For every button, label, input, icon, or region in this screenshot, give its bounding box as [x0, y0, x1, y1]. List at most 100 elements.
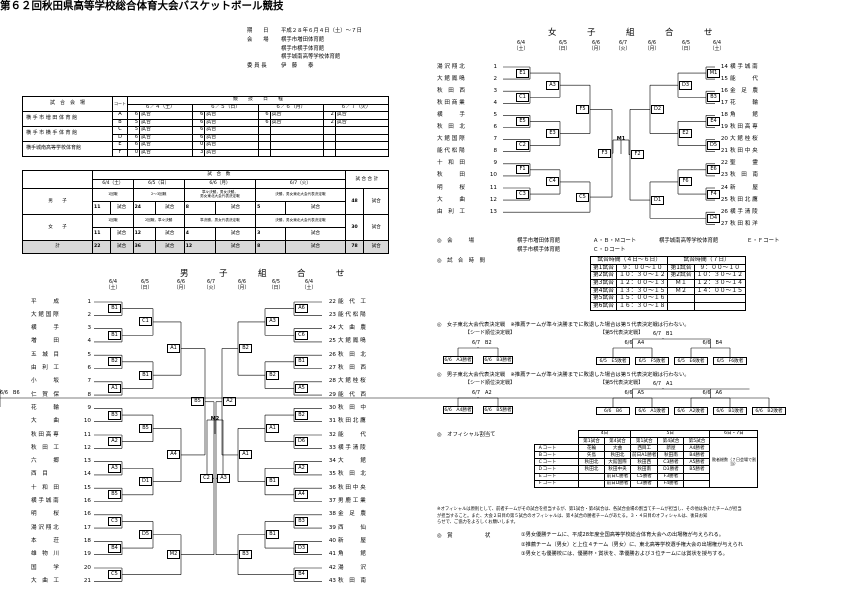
officials-cell	[683, 479, 711, 488]
girls-team-name: 大 館 国 際	[437, 136, 465, 143]
boys-team-name: 横 手 清 陵	[338, 444, 366, 451]
girls-team-name: 横 手 清 陵	[730, 208, 758, 215]
boys-rep-cell: 6/6 B6	[596, 407, 630, 415]
girls-team-number: 10	[489, 172, 497, 179]
boys-date-week: （火）	[203, 284, 219, 291]
girls-game-code: F4	[707, 189, 720, 199]
boys-game-code: B1	[139, 370, 152, 380]
boys-game-code: B1	[295, 357, 308, 367]
boys-rep-cell: 6/6 A2敗者	[674, 407, 708, 415]
girls-team-name: 横 手 城 南	[730, 63, 758, 70]
officials-cell: 前日C勝者	[604, 472, 631, 481]
boys-date-day: 6/7	[206, 279, 216, 285]
girls-team-name: 明 桜	[437, 184, 465, 191]
boys-game-code: A2	[108, 437, 121, 447]
girls-date-day: 6/5	[558, 40, 568, 46]
boys-team-name: 横 手 城 南	[31, 498, 59, 504]
boys-date-day: 6/5	[140, 279, 150, 285]
stats-unit: 試合	[363, 188, 389, 215]
girls-game-code: B3	[707, 92, 720, 102]
girls-team-number: 5	[493, 111, 497, 118]
boys-date-day: 6/4	[108, 279, 118, 285]
girls-game-code: M1	[707, 68, 720, 78]
girls-team-name: 秋 田 中 央	[730, 148, 758, 155]
girls-date-day: 6/6	[591, 40, 601, 46]
stats-num: 8	[255, 240, 287, 254]
info-value: 伊 藤 泰	[281, 63, 314, 70]
girls-team-name: 秋 田 西	[437, 87, 465, 94]
boys-team-number: 39	[328, 524, 336, 531]
girls-date-day: 6/6	[647, 40, 657, 46]
girls-team-number: 17	[720, 99, 728, 106]
girls-team-number: 16	[720, 87, 728, 94]
girls-team-number: 2	[493, 75, 497, 82]
boys-team-name: 能 代 西	[338, 391, 366, 398]
boys-game-code: D6	[295, 437, 308, 447]
boys-team-number: 25	[328, 338, 336, 345]
officials-sub: 第4試合	[604, 437, 631, 446]
venue-courts: Ｃ・Ｄコート	[593, 247, 626, 253]
girls-date-day: 6/4	[516, 40, 526, 46]
boys-game-code: A3	[217, 473, 230, 483]
boys-team-name: 雄 物 川	[31, 551, 59, 558]
boys-game-code: B3	[239, 550, 252, 560]
girls-final-code: M1	[616, 135, 626, 142]
boys-team-number: 31	[328, 418, 336, 425]
girls-team-number: 21	[720, 148, 728, 155]
stats-total: 78	[344, 240, 365, 254]
girls-team-name: 金 足 農	[730, 87, 758, 94]
boys-team-number: 33	[328, 444, 336, 451]
girls-team-number: 19	[720, 124, 728, 130]
officials-cell: F3勝者	[657, 472, 685, 481]
info-row: 委 員 長伊 藤 泰	[247, 63, 313, 69]
boys-date: 6/6（月）	[233, 279, 251, 292]
boys-team-number: 11	[83, 431, 91, 438]
officials-cell: 前日A1勝者	[629, 451, 659, 460]
officials-cell: A4勝者	[683, 444, 711, 453]
boys-team-name: 六 郷	[31, 458, 59, 465]
girls-team-name: 秋 田 高 専	[730, 124, 758, 130]
girls-rep-cell: 6/7 B1	[653, 331, 673, 337]
officials-extra: 敗者総数（７日会場で割当）	[709, 437, 759, 488]
officials-cell: 花輪	[578, 444, 605, 453]
boys-game-code: A2	[295, 463, 308, 473]
awards-line: ②推薦チーム（男女）と上位４チーム（男女）に、東北高等学校選手権大会の出場権が与…	[521, 541, 744, 548]
boys-date-week: （日）	[137, 284, 153, 291]
stats-unit: 試合	[363, 240, 389, 254]
boys-team-number: 14	[83, 471, 91, 478]
awards-key: ◎ 賞 状	[437, 533, 491, 539]
stats-unit: 試合	[214, 240, 257, 254]
venue-courts: Ｅ・Ｆコート	[747, 238, 780, 244]
girls-game-code: C4	[546, 177, 559, 187]
boys-rep-cell: 6/6 A1敗者	[635, 407, 669, 415]
schedule-cell	[269, 148, 324, 157]
boys-team-name: 五 城 目	[31, 351, 59, 358]
time-cell: １６：３０～１８	[616, 301, 669, 311]
boys-rep-cell: 6/6 B5勝者	[483, 406, 513, 414]
girls-game-code: E4	[707, 116, 720, 126]
officials-sub: 第1試合	[578, 437, 605, 446]
boys-date-day: 6/6	[176, 279, 186, 285]
boys-rep-cell: 6/7 A2	[472, 390, 492, 396]
girls-date-day: 6/4	[712, 40, 722, 46]
officials-cell: C3勝者	[629, 479, 659, 488]
